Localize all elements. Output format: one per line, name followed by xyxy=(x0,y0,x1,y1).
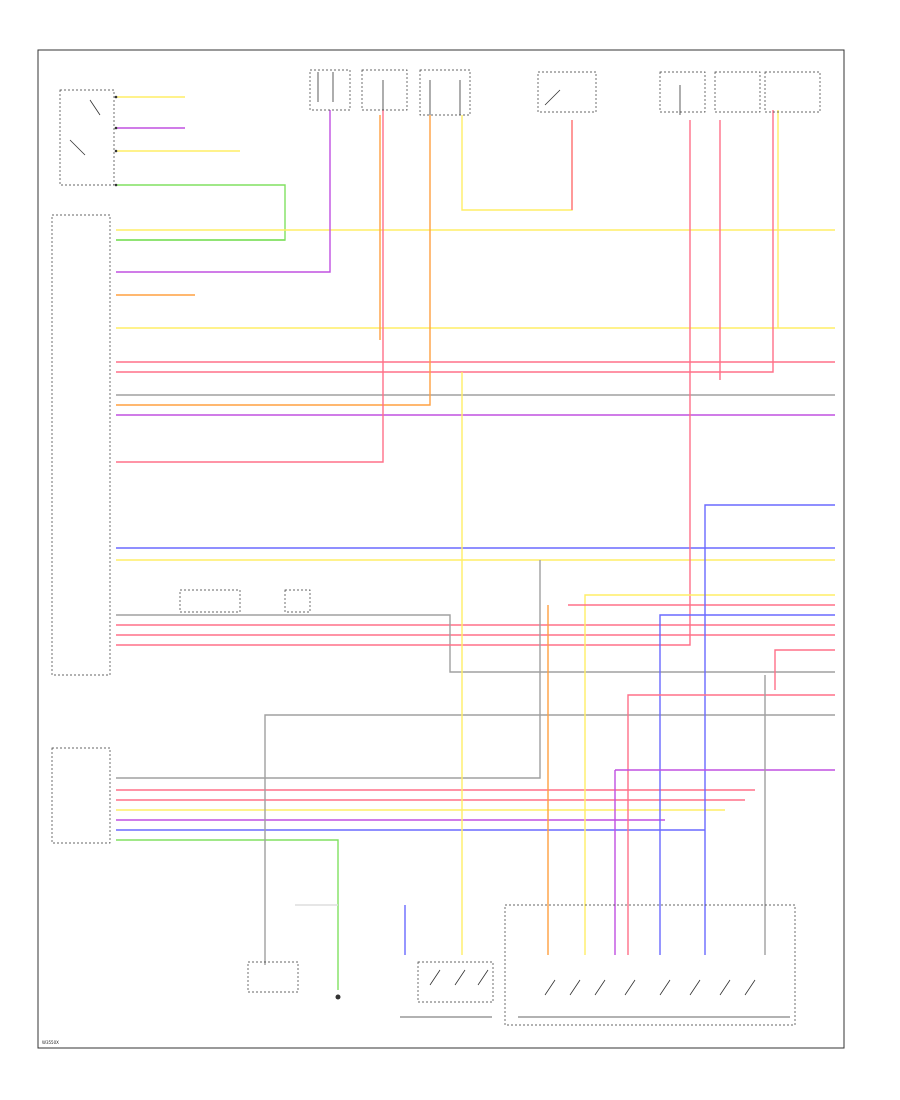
wire-row-i xyxy=(116,115,431,406)
top-component-2 xyxy=(361,69,408,111)
bottom-component-4 xyxy=(504,904,796,1026)
top-component-6 xyxy=(714,71,821,113)
wire-row-y xyxy=(264,714,835,965)
top-component-3 xyxy=(419,69,471,116)
bottom-module-box xyxy=(51,747,111,844)
wire-layer xyxy=(116,96,835,990)
diagram-code: W3550X xyxy=(42,1040,59,1045)
wire-branch-13 xyxy=(774,649,835,690)
bottom-component-2 xyxy=(335,994,341,1000)
wire-left-row-4 xyxy=(116,184,286,241)
top-component-5 xyxy=(659,71,706,115)
bottom-component-1 xyxy=(247,961,299,993)
wire-row-p xyxy=(116,614,835,673)
wire-row-c xyxy=(116,110,331,273)
wire-row-g xyxy=(116,110,774,373)
wire-row-r xyxy=(116,560,541,779)
bottom-component-3 xyxy=(400,961,494,1018)
wire-branch-10 xyxy=(627,694,835,955)
top-component-4 xyxy=(537,71,597,113)
wire-branch-9 xyxy=(704,504,835,955)
central-module-box xyxy=(51,214,111,676)
wire-branch-8 xyxy=(659,614,835,955)
wire-branch-6 xyxy=(584,594,835,955)
diagram-frame xyxy=(37,49,845,1049)
wire-branch-1 xyxy=(461,115,573,211)
wire-row-k xyxy=(116,110,384,463)
top-component-1 xyxy=(309,69,351,111)
wire-row-q xyxy=(116,120,691,646)
wire-row-e xyxy=(116,110,835,329)
top-left-component xyxy=(59,89,118,187)
wire-row-x xyxy=(116,839,339,990)
inline-symbol-1 xyxy=(179,589,311,613)
